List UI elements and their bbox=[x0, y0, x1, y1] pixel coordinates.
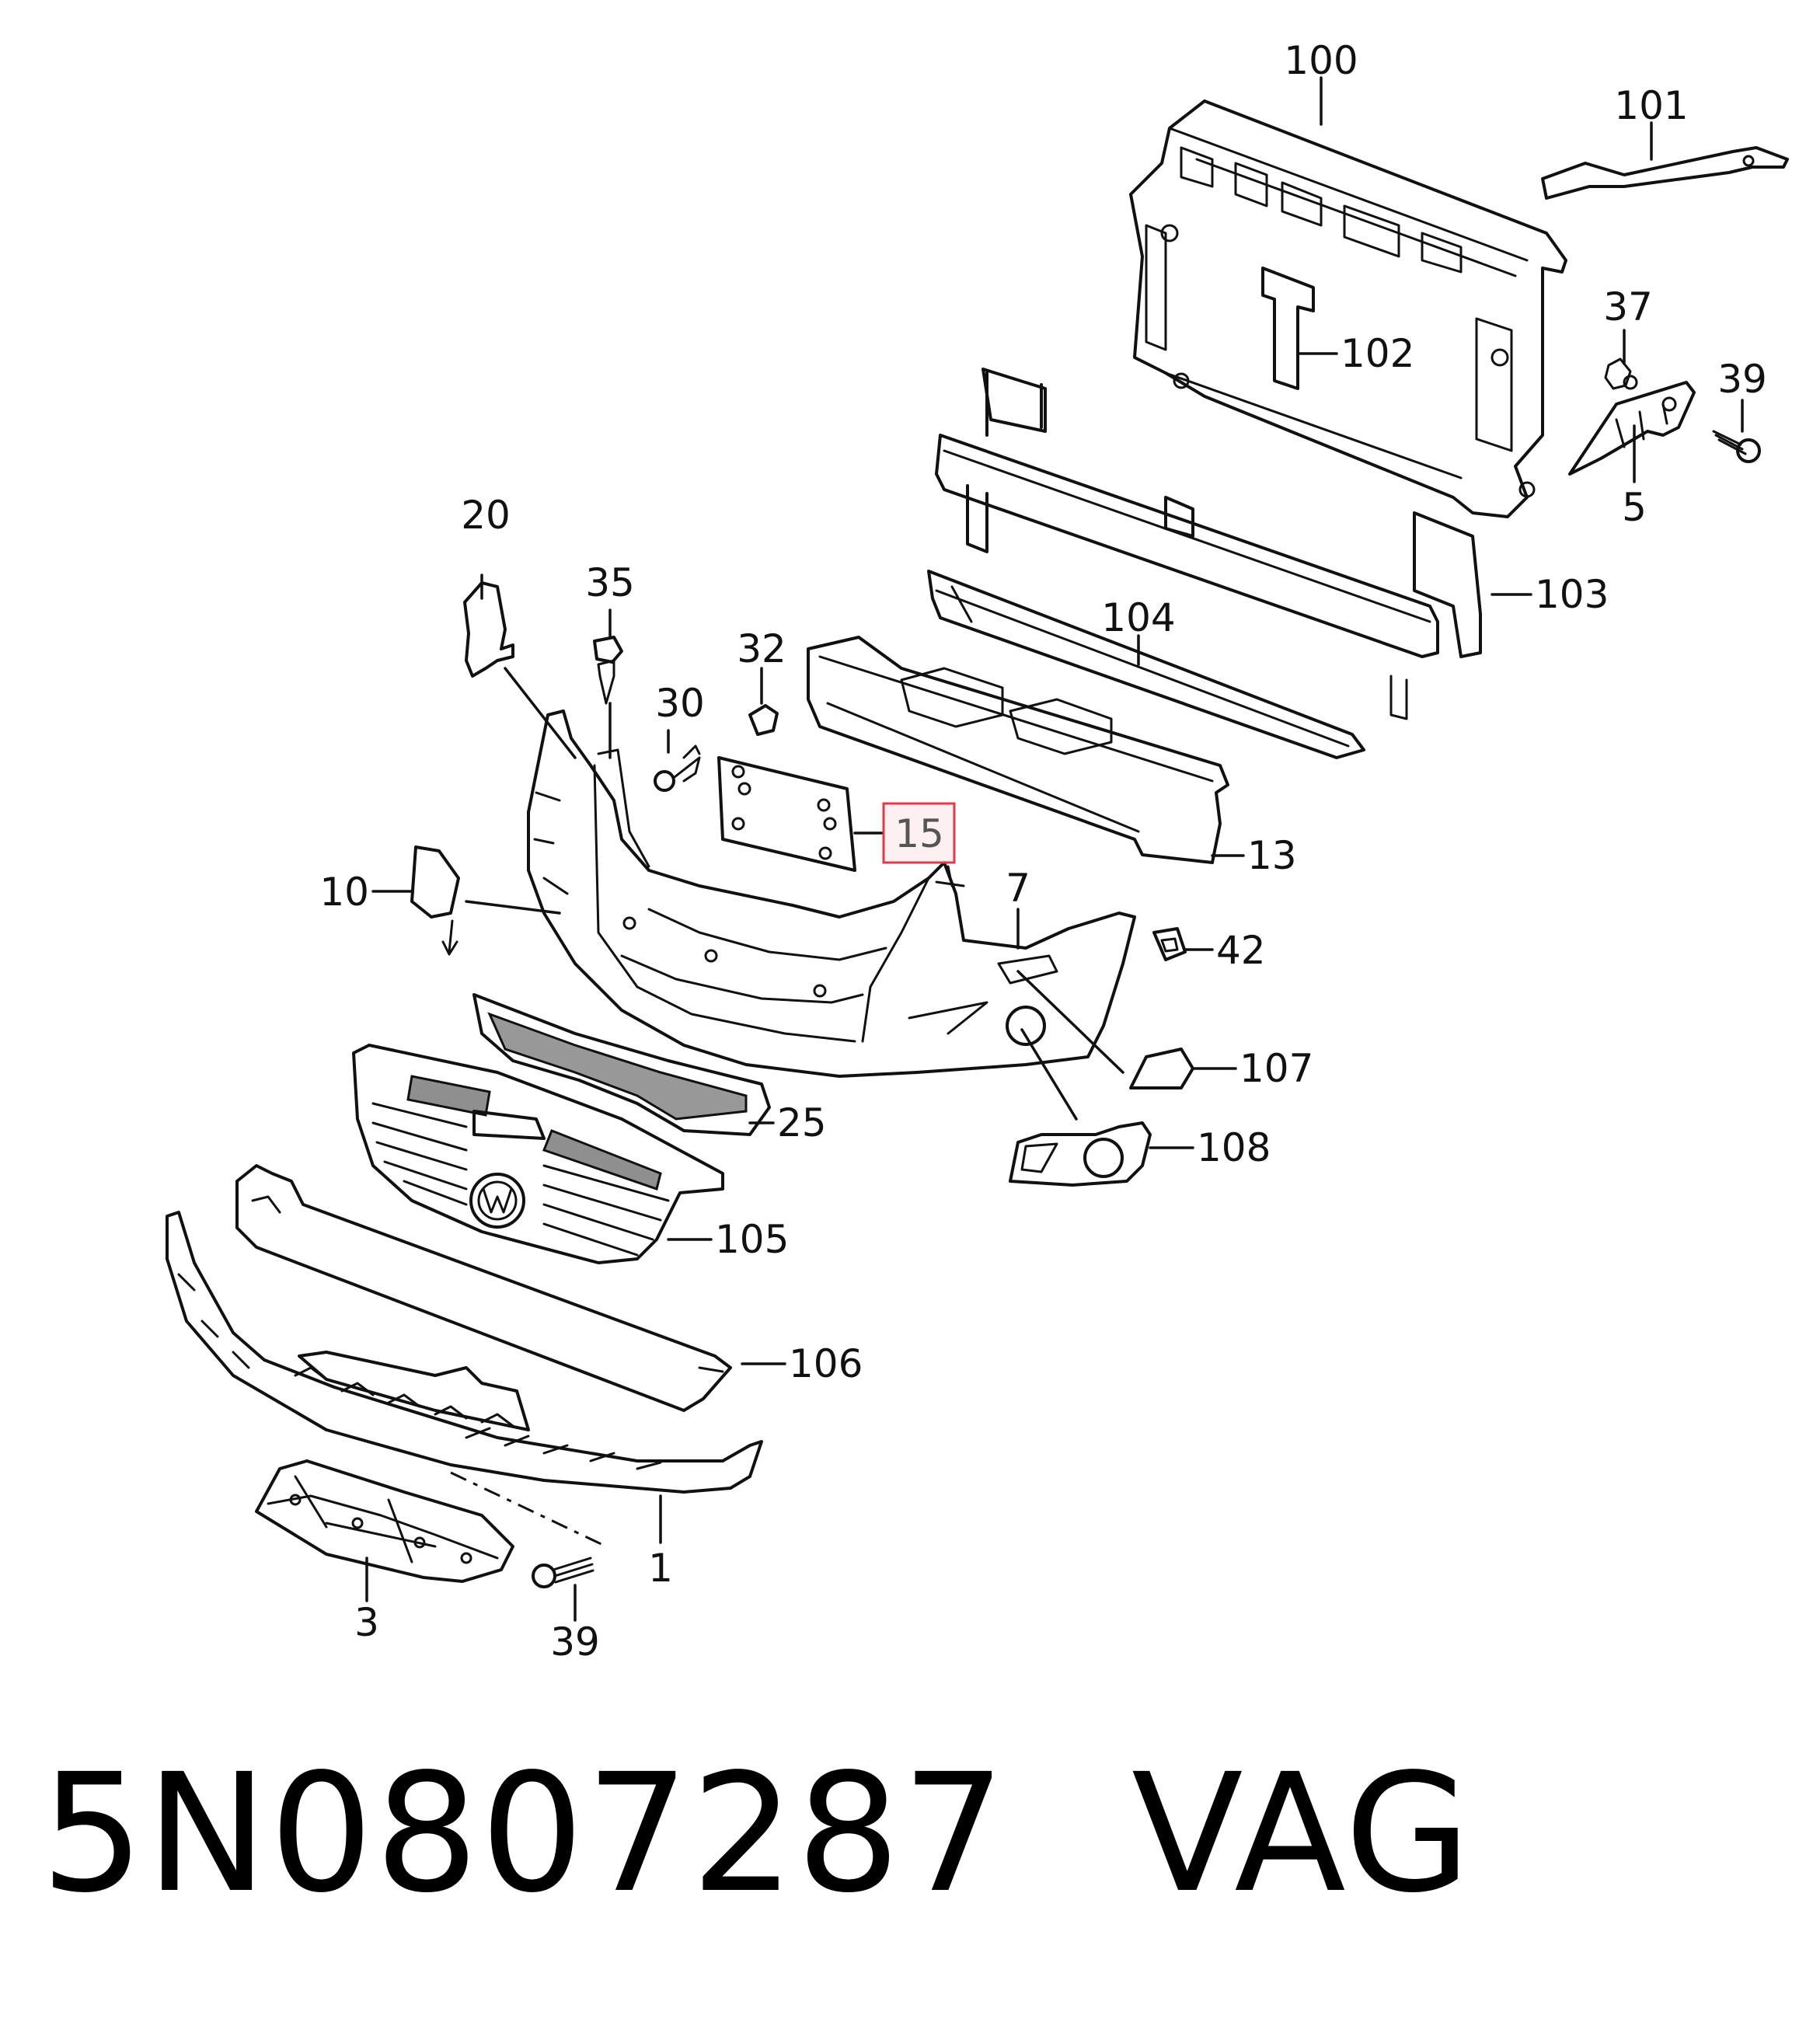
callout-20: 20 bbox=[461, 493, 511, 538]
brand-name: VAG bbox=[1131, 1738, 1473, 1929]
callout-37: 37 bbox=[1603, 284, 1653, 329]
callout-35: 35 bbox=[585, 560, 635, 605]
callout-13: 13 bbox=[1247, 833, 1297, 878]
part-39-screw-top bbox=[1712, 430, 1761, 463]
part-30-clip bbox=[654, 744, 701, 792]
part-100-front-carrier bbox=[1129, 99, 1567, 518]
part-number: 5N0807287 bbox=[40, 1738, 1007, 1929]
callout-39-top: 39 bbox=[1717, 357, 1767, 402]
part-25-lower-grille bbox=[472, 993, 771, 1136]
callout-106: 106 bbox=[789, 1341, 863, 1386]
part-104-reinforcement bbox=[927, 570, 1365, 759]
callout-1: 1 bbox=[648, 1546, 673, 1591]
part-37-clip bbox=[1604, 357, 1638, 390]
part-7-bumper-cover bbox=[527, 709, 1136, 1078]
callout-25: 25 bbox=[777, 1100, 827, 1145]
callout-108: 108 bbox=[1197, 1125, 1271, 1170]
part-35-screw bbox=[593, 636, 623, 705]
highlight-box-15 bbox=[882, 802, 956, 864]
part-103-crossmember bbox=[935, 368, 1482, 720]
callout-103: 103 bbox=[1535, 572, 1609, 617]
part-13-energy-absorber bbox=[807, 636, 1229, 864]
callout-104: 104 bbox=[1101, 595, 1175, 640]
part-15-license-plate-holder bbox=[717, 756, 856, 872]
part-1-spoiler-lip bbox=[166, 1211, 763, 1494]
leader-lines bbox=[365, 76, 1744, 1622]
callout-102: 102 bbox=[1341, 331, 1414, 376]
part-42-clip bbox=[1152, 927, 1187, 961]
callout-3: 3 bbox=[354, 1600, 379, 1645]
part-106-cover bbox=[235, 1164, 732, 1412]
callout-7: 7 bbox=[1006, 866, 1030, 911]
part-105-radiator-grille bbox=[352, 1044, 724, 1264]
part-39-screw-bottom bbox=[532, 1557, 594, 1588]
callout-39-bottom: 39 bbox=[550, 1619, 600, 1665]
callout-15: 15 bbox=[894, 811, 944, 856]
part-10-tow-eye-cap bbox=[410, 845, 460, 956]
part-107-washer-cap bbox=[1129, 1048, 1194, 1089]
callout-105: 105 bbox=[715, 1217, 789, 1262]
callout-100: 100 bbox=[1284, 38, 1358, 83]
assembly-axis-line bbox=[450, 1471, 607, 1548]
part-108-fog-light-grille bbox=[1009, 1121, 1152, 1187]
callout-30: 30 bbox=[655, 681, 705, 726]
part-101-bracket bbox=[1541, 146, 1789, 200]
callout-101: 101 bbox=[1614, 83, 1688, 128]
part-20-guide-bracket bbox=[463, 581, 514, 678]
callout-labels: 100 101 102 103 104 105 106 107 108 1 3 … bbox=[319, 38, 1766, 1665]
part-5-guide-profile bbox=[1568, 381, 1696, 476]
part-32-clip bbox=[748, 704, 779, 736]
callout-5: 5 bbox=[1622, 485, 1647, 530]
part-3-underbody-cover bbox=[255, 1459, 514, 1583]
callout-32: 32 bbox=[737, 626, 786, 671]
callout-42: 42 bbox=[1216, 928, 1266, 973]
callout-107: 107 bbox=[1239, 1046, 1313, 1091]
callout-10: 10 bbox=[319, 870, 369, 915]
part-number-caption: 5N0807287 VAG bbox=[40, 1752, 1473, 1916]
